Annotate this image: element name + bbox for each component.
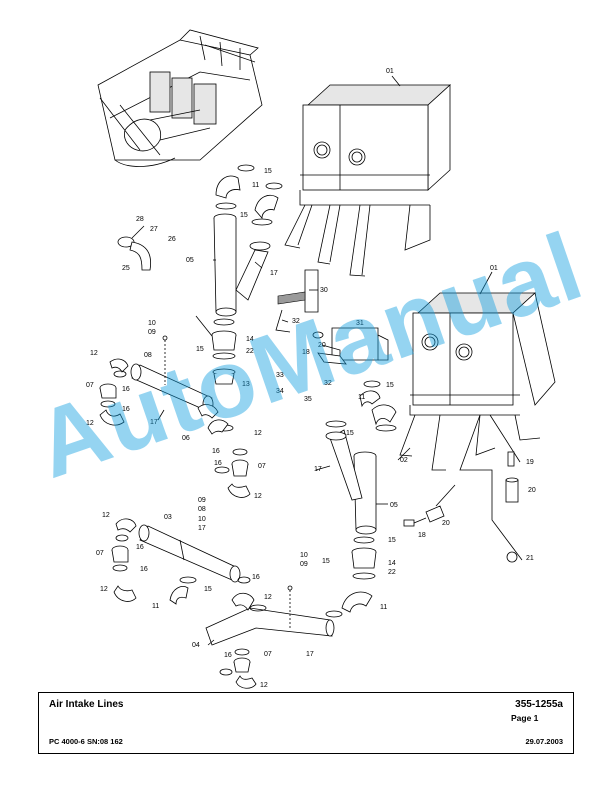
part-label: 17: [198, 525, 206, 532]
part-label: 08: [144, 352, 152, 359]
part-label: 32: [324, 380, 332, 387]
part-label: 07: [86, 382, 94, 389]
air-cleaner-lower: [399, 292, 556, 471]
part-label: 11: [380, 604, 388, 611]
part-label: 12: [86, 420, 94, 427]
pipe-03-lower: [111, 518, 251, 605]
part-label: 09: [148, 329, 156, 336]
part-label: 12: [260, 682, 268, 689]
part-label: 16: [140, 566, 148, 573]
part-label: 17: [150, 419, 158, 426]
part-label: 21: [526, 555, 534, 562]
part-label: 16: [122, 406, 130, 413]
part-label: 28: [136, 216, 144, 223]
part-label: 22: [388, 569, 396, 576]
part-label: 20: [528, 487, 536, 494]
part-label: 08: [198, 506, 206, 513]
part-label: 20: [442, 520, 450, 527]
part-label: 15: [388, 537, 396, 544]
part-label: 14: [246, 336, 254, 343]
mounting-hardware: [403, 414, 523, 563]
part-label: 10: [198, 516, 206, 523]
part-label: 18: [302, 349, 310, 356]
part-label: 10: [300, 552, 308, 559]
part-label: 17: [270, 270, 278, 277]
part-label: 15: [346, 430, 354, 437]
part-label: 12: [264, 594, 272, 601]
part-label: 12: [90, 350, 98, 357]
elbow-25-28: [117, 236, 151, 271]
part-label: 16: [136, 544, 144, 551]
pipe-17-left: [99, 335, 234, 435]
part-label: 16: [212, 448, 220, 455]
part-label: 12: [100, 586, 108, 593]
exploded-parts-diagram: [97, 29, 556, 689]
part-label: 16: [122, 386, 130, 393]
part-label: 12: [254, 430, 262, 437]
part-label: 11: [152, 603, 160, 610]
pipe-05-lower: [325, 380, 397, 535]
part-label: 35: [304, 396, 312, 403]
page-number: Page 1: [511, 713, 539, 723]
part-label: 26: [168, 236, 176, 243]
part-label: 06: [182, 435, 190, 442]
clamp-14-22-lower: [325, 536, 377, 618]
leader-lines: [131, 75, 493, 646]
machine-overview-sketch: [97, 29, 263, 167]
part-label: 12: [102, 512, 110, 519]
air-cleaner-upper: [284, 84, 452, 277]
part-label: 15: [386, 382, 394, 389]
part-label: 02: [400, 457, 408, 464]
part-label: 15: [240, 212, 248, 219]
part-label: 01: [386, 68, 394, 75]
part-label: 09: [198, 497, 206, 504]
part-label: 05: [390, 502, 398, 509]
part-label: 11: [358, 394, 366, 401]
part-label: 17: [314, 466, 322, 473]
machine-model: PC 4000-6 SN:08 162: [49, 737, 123, 746]
part-label: 15: [204, 586, 212, 593]
part-label: 04: [192, 642, 200, 649]
pipe-05-upper: [213, 164, 283, 317]
part-label: 32: [292, 318, 300, 325]
drawing-number: 355-1255a: [515, 699, 563, 710]
bracket-30: [275, 269, 389, 365]
part-label: 03: [164, 514, 172, 521]
part-label: 15: [196, 346, 204, 353]
part-label: 07: [258, 463, 266, 470]
part-label: 33: [276, 372, 284, 379]
part-label: 22: [246, 348, 254, 355]
coupling-07-12-mid: [214, 448, 251, 498]
part-label: 11: [252, 182, 260, 189]
title-block: Air Intake Lines 355-1255a Page 1 PC 400…: [38, 692, 574, 754]
part-label: 16: [224, 652, 232, 659]
part-label: 07: [96, 550, 104, 557]
part-label: 14: [388, 560, 396, 567]
part-label: 05: [186, 257, 194, 264]
part-label: 01: [490, 265, 498, 272]
part-label: 10: [148, 320, 156, 327]
part-label: 19: [526, 459, 534, 466]
part-label: 13: [242, 381, 250, 388]
part-label: 16: [252, 574, 260, 581]
part-label: 09: [300, 561, 308, 568]
part-label: 16: [214, 460, 222, 467]
part-label: 34: [276, 388, 284, 395]
drawing-date: 29.07.2003: [525, 737, 563, 746]
pipe-04-lower: [205, 585, 335, 689]
drawing-title: Air Intake Lines: [49, 699, 124, 710]
part-label: 25: [122, 265, 130, 272]
part-label: 15: [264, 168, 272, 175]
part-label: 20: [318, 342, 326, 349]
part-label: 15: [322, 558, 330, 565]
part-label: 17: [306, 651, 314, 658]
part-label: 27: [150, 226, 158, 233]
part-label: 31: [356, 320, 364, 327]
clamp-14-22-upper: [211, 318, 237, 385]
part-label: 12: [254, 493, 262, 500]
part-label: 30: [320, 287, 328, 294]
part-label: 07: [264, 651, 272, 658]
part-label: 18: [418, 532, 426, 539]
